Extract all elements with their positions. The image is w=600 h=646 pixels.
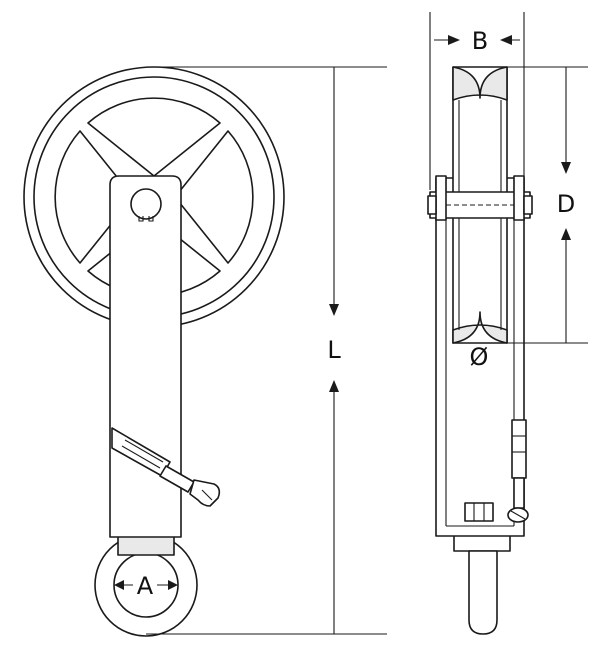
latch-rod [159, 465, 195, 493]
axle-cap-right [523, 195, 533, 215]
dimension-L-label: L [327, 336, 341, 364]
spoke-window-top [87, 97, 221, 177]
dimension-L: L [146, 66, 387, 635]
base-nut [464, 502, 494, 522]
swivel-stem [468, 550, 498, 635]
front-view: A [23, 66, 285, 637]
sheave-groove-bottom [452, 311, 508, 344]
axle-cap-left [427, 195, 437, 215]
dimension-B-arrow-left [448, 35, 460, 45]
dimension-B-label: B [472, 27, 488, 55]
side-latch [507, 419, 529, 523]
dimension-A: A [114, 572, 178, 600]
dimension-B-arrow-right [500, 35, 512, 45]
dimension-L-arrow-up [329, 380, 339, 392]
axle-head-right [513, 175, 525, 221]
dimension-A-arrow-left [114, 580, 124, 590]
diameter-symbol: Ø [470, 343, 489, 371]
axle-pin-head [130, 188, 162, 220]
dimension-A-label: A [137, 572, 154, 600]
dimension-D: D [507, 66, 588, 344]
dimension-D-label: D [557, 190, 575, 218]
axle-pin-cotter [138, 216, 154, 222]
swivel-neck [117, 534, 175, 556]
dimension-A-label-bg [133, 572, 157, 598]
sheave-groove-top [452, 66, 508, 101]
spoke-window-left [54, 130, 134, 264]
latch-sleeve-line [121, 445, 161, 469]
side-latch-sleeve [511, 419, 527, 479]
latch-sleeve-line [124, 439, 164, 463]
dimension-D-arrow-down [561, 162, 571, 174]
dimension-A-arrow-right [168, 580, 178, 590]
spoke-window-right [174, 130, 254, 264]
swivel-collar [453, 534, 511, 552]
side-view: Ø B [427, 12, 588, 635]
axle-head-left [435, 175, 447, 221]
latch-knob-slot [201, 489, 213, 501]
side-latch-knob-slot [510, 510, 526, 520]
dimension-D-arrow-up [561, 228, 571, 240]
dimension-L-arrow-down [329, 304, 339, 316]
dimension-B: B [429, 12, 525, 190]
latch-assembly [111, 427, 221, 507]
side-latch-rod [513, 477, 525, 509]
side-plate [109, 175, 182, 538]
